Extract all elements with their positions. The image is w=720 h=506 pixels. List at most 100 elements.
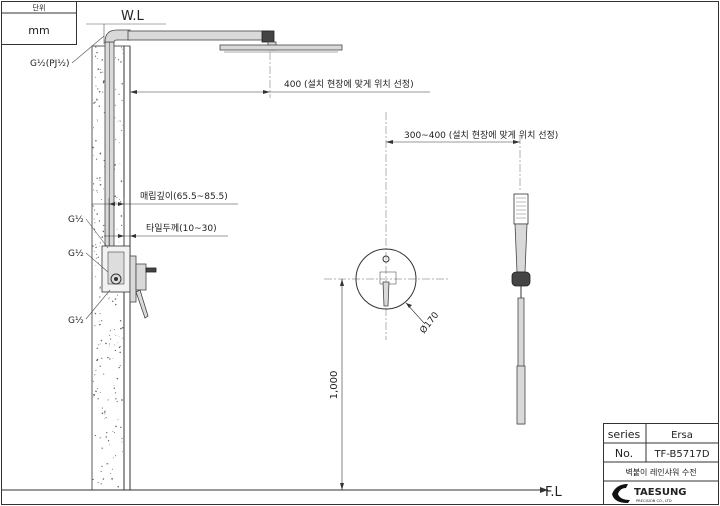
- concrete-speck: [103, 188, 105, 190]
- concrete-speck: [114, 329, 115, 330]
- concrete-speck: [113, 387, 116, 389]
- concrete-speck: [99, 437, 101, 439]
- logo-text: TAESUNG: [634, 487, 687, 498]
- concrete-speck: [96, 359, 98, 362]
- concrete-speck: [115, 138, 117, 140]
- concrete-speck: [93, 127, 94, 129]
- leader-g-half-pj: [71, 35, 105, 64]
- concrete-speck: [99, 286, 101, 288]
- concrete-speck: [120, 180, 123, 182]
- concrete-speck: [94, 434, 97, 437]
- hand-shower: [511, 193, 531, 425]
- concrete-speck: [111, 468, 113, 470]
- mixer-handle-lever: [145, 267, 157, 273]
- concrete-speck: [120, 47, 123, 49]
- unit-box: 단위 mm: [1, 1, 77, 45]
- logo-mark-icon: [612, 484, 630, 503]
- dimension-handshower: 300~400 (설치 현장에 맞게 위치 선정): [386, 129, 558, 192]
- concrete-speck: [106, 463, 108, 465]
- concrete-speck: [103, 159, 105, 162]
- concrete-speck: [109, 343, 110, 345]
- leader-g-half-2: [85, 252, 109, 273]
- concrete-speck: [100, 339, 103, 342]
- concrete-speck: [115, 425, 117, 428]
- wall-bracket: [511, 271, 531, 287]
- label-g-half-2: G½: [68, 249, 84, 259]
- concrete-speck: [95, 253, 97, 255]
- concrete-speck: [115, 335, 117, 336]
- concrete-hatch: [92, 46, 124, 488]
- overhead-shower-arm: [127, 30, 343, 53]
- concrete-speck: [100, 471, 102, 473]
- concrete-speck: [92, 380, 94, 382]
- concrete-speck: [96, 158, 98, 160]
- concrete-speck: [120, 215, 123, 217]
- concrete-speck: [116, 400, 118, 403]
- arm-joint: [261, 30, 275, 43]
- concrete-speck: [112, 358, 114, 359]
- concrete-speck: [93, 189, 95, 191]
- concrete-speck: [92, 478, 94, 481]
- dimension-height: 1,000: [329, 279, 344, 490]
- concrete-speck: [119, 365, 121, 367]
- concrete-speck: [121, 82, 123, 85]
- concrete-speck: [101, 447, 103, 449]
- concrete-speck: [92, 154, 94, 156]
- dim-handshower-label: 300~400 (설치 현장에 맞게 위치 선정): [404, 129, 558, 141]
- mixer-spout: [135, 289, 149, 319]
- label-g-half-1: G½: [68, 215, 84, 225]
- arm-pipe: [127, 30, 271, 41]
- concrete-speck: [102, 71, 104, 73]
- concrete-speck: [121, 130, 123, 132]
- concrete-speck: [119, 163, 121, 165]
- concrete-speck: [111, 478, 113, 480]
- concrete-speck: [104, 410, 106, 412]
- concrete-speck: [120, 120, 122, 122]
- front-handle: [382, 281, 390, 307]
- concrete-speck: [119, 198, 121, 200]
- logo-subtext: PRECISION CO., LTD: [636, 499, 672, 503]
- concrete-speck: [95, 76, 96, 78]
- diverter-knob: [382, 255, 390, 263]
- concrete-speck: [97, 482, 99, 484]
- floor-line-label: F.L: [545, 485, 563, 500]
- concrete-speck: [101, 412, 104, 415]
- concrete-speck: [94, 231, 96, 233]
- concrete-speck: [103, 80, 105, 82]
- dim-tile-label: 타일두께(10~30): [146, 223, 217, 234]
- concrete-speck: [100, 199, 102, 200]
- concrete-speck: [118, 335, 120, 337]
- concrete-speck: [115, 398, 117, 400]
- concrete-speck: [117, 342, 118, 344]
- concrete-speck: [109, 444, 110, 446]
- concrete-speck: [114, 104, 116, 106]
- concrete-speck: [115, 57, 117, 59]
- concrete-speck: [104, 418, 106, 420]
- concrete-speck: [121, 224, 123, 226]
- dimension-tile: 타일두께(10~30): [104, 223, 228, 238]
- concrete-speck: [121, 438, 123, 440]
- concrete-speck: [93, 394, 96, 396]
- mixer-handle-base: [135, 263, 147, 291]
- concrete-speck: [106, 431, 108, 434]
- concrete-speck: [103, 373, 105, 375]
- concrete-speck: [94, 325, 96, 327]
- concrete-speck: [121, 326, 124, 329]
- concrete-speck: [94, 209, 96, 211]
- concrete-speck: [112, 430, 114, 432]
- concrete-speck: [113, 344, 115, 346]
- concrete-speck: [100, 153, 101, 155]
- concrete-speck: [108, 298, 110, 300]
- concrete-speck: [120, 426, 122, 429]
- concrete-speck: [92, 146, 94, 149]
- no-value: TF-B5717D: [653, 449, 709, 460]
- concrete-speck: [116, 228, 118, 230]
- concrete-speck: [108, 345, 110, 347]
- concrete-speck: [116, 197, 118, 199]
- front-view-valve: Ø170: [324, 112, 448, 340]
- concrete-speck: [101, 236, 104, 238]
- concrete-speck: [109, 330, 111, 332]
- concrete-speck: [98, 320, 100, 322]
- unit-box-header: 단위: [33, 3, 46, 12]
- concrete-speck: [118, 142, 120, 144]
